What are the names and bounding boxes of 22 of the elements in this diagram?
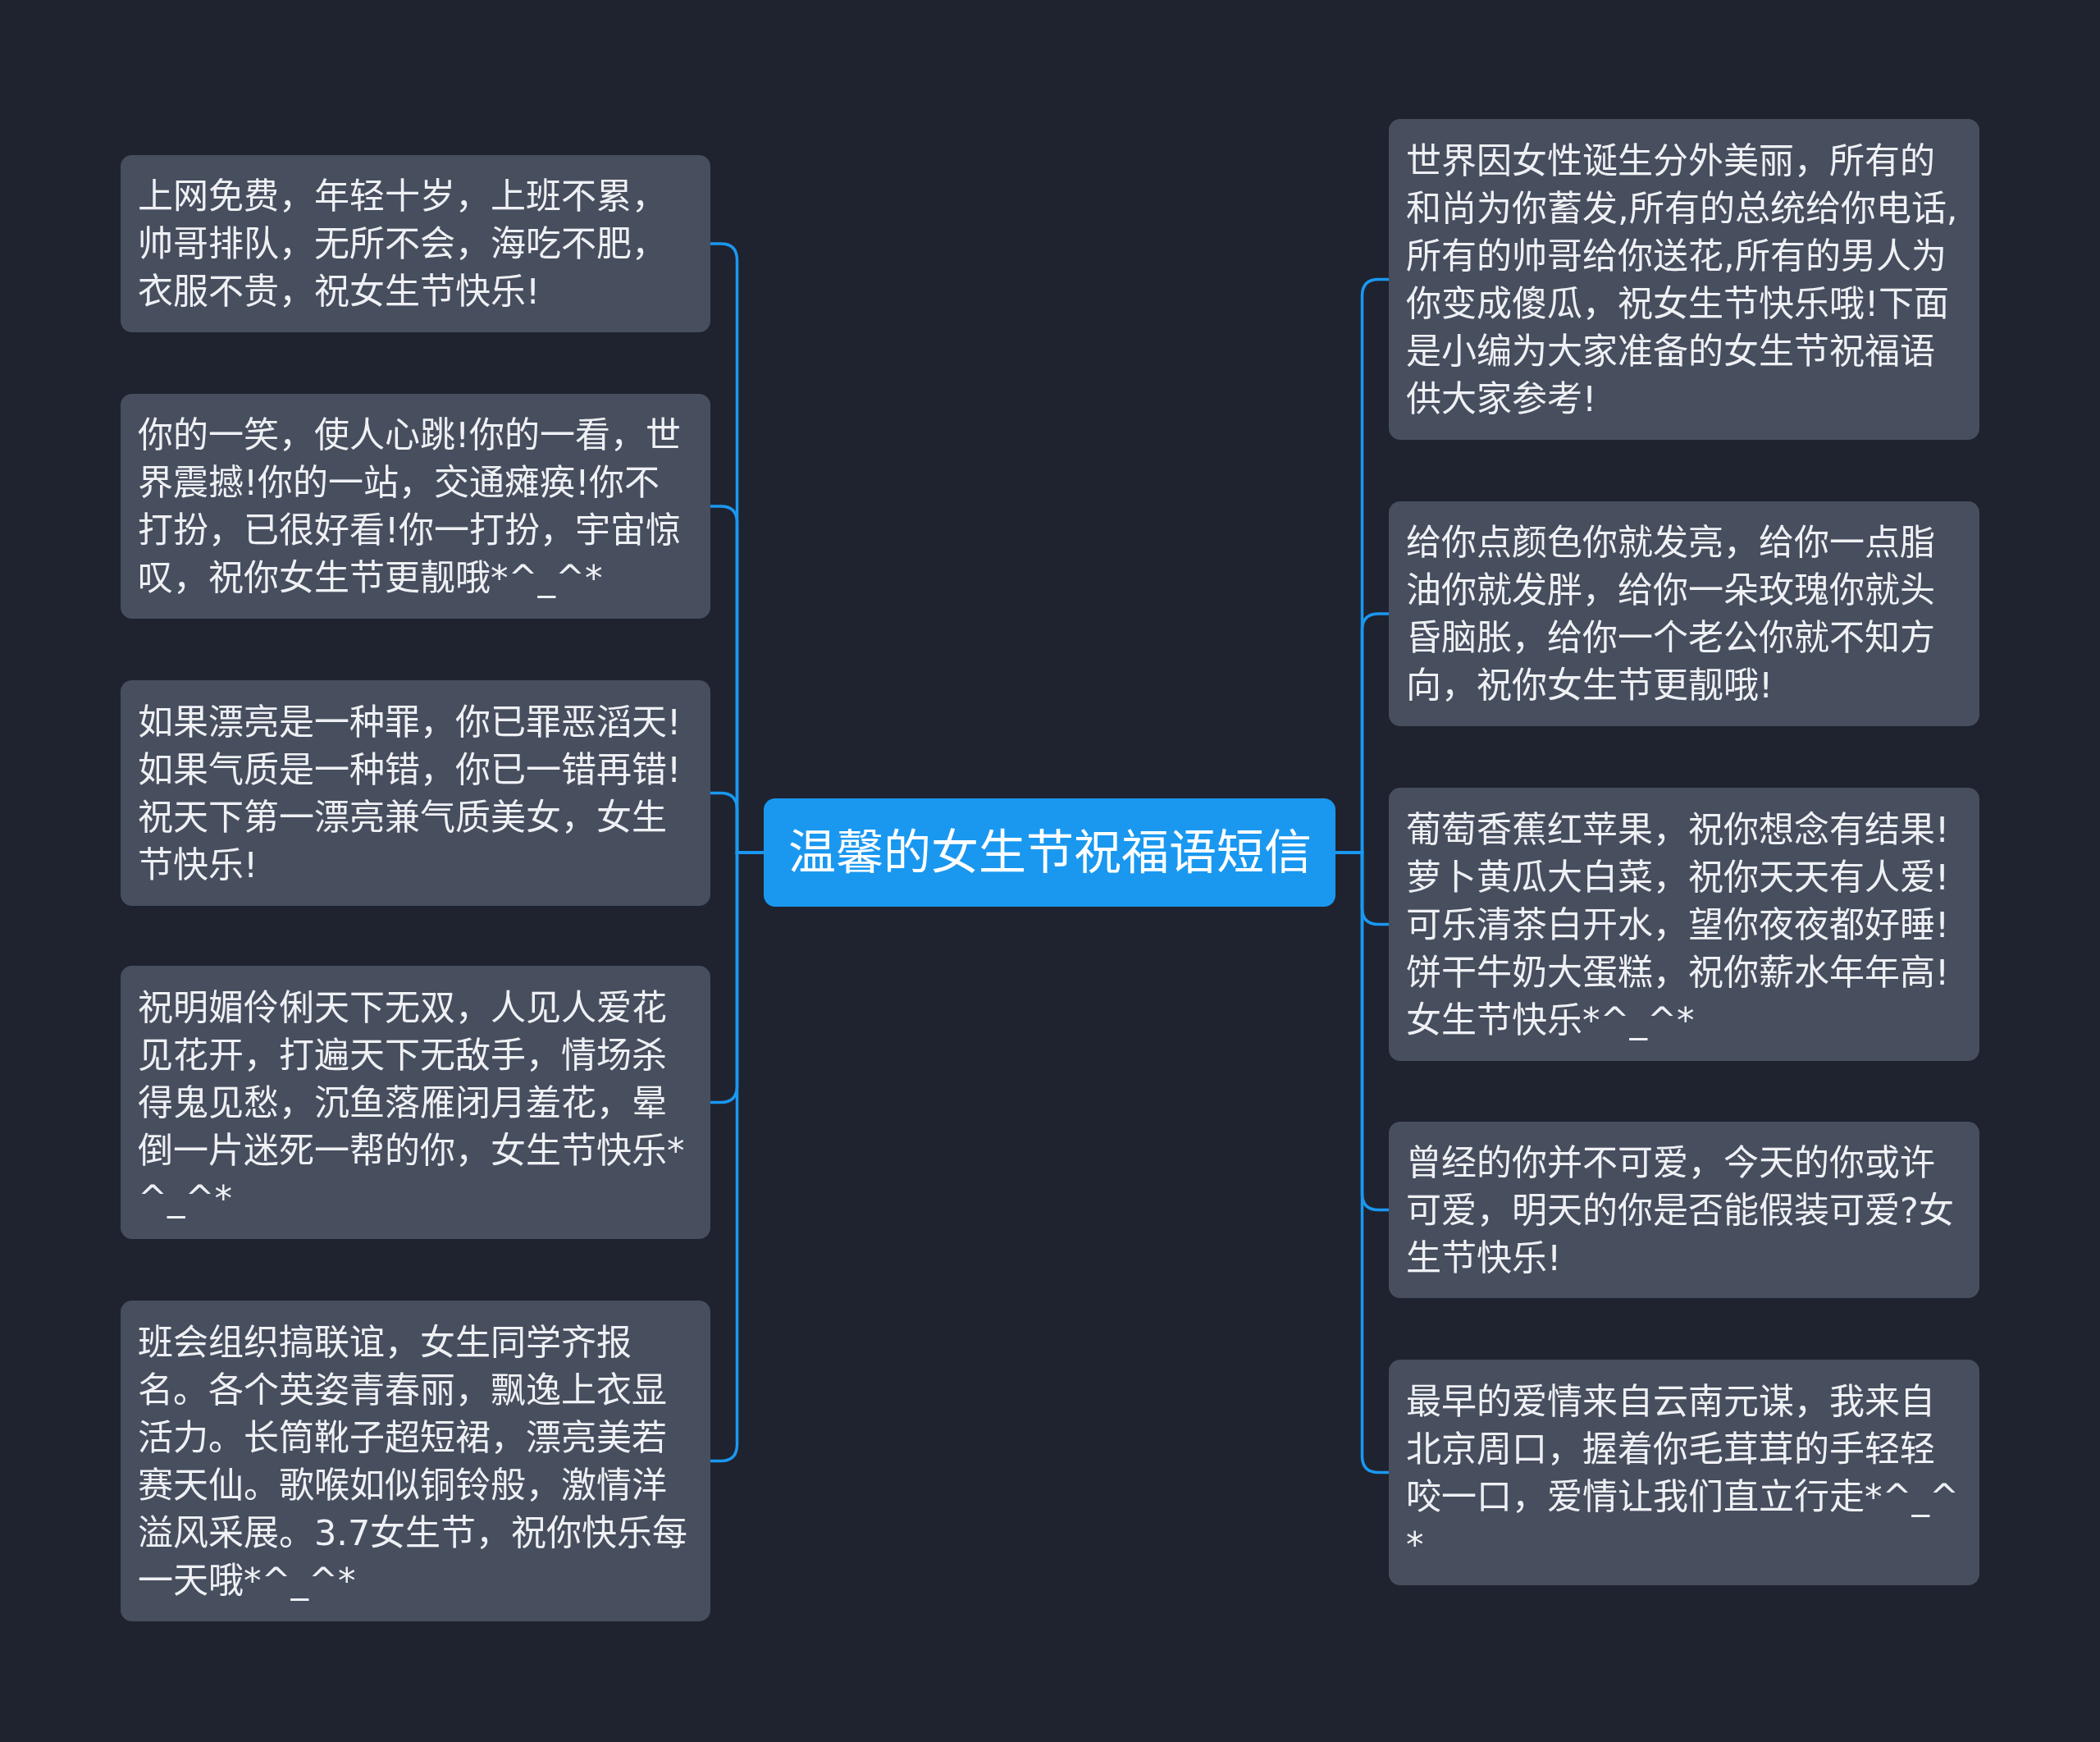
- message-text: 给你点颜色你就发亮，给你一点脂油你就发胖，给你一朵玫瑰你就头昏脑胀，给你一个老公你就不知方向，祝你女生节更靓哦!: [1406, 521, 1936, 707]
- message-text: 祝明媚伶俐天下无双，人见人爱花见花开，打遍天下无敌手，情场杀得鬼见愁，沉鱼落雁闭月羞花，晕倒一片迷死一帮的你，女生节快乐*^_^*: [138, 985, 686, 1220]
- central-topic-box: [764, 798, 1335, 907]
- topic-title: 温馨的女生节祝福语短信: [788, 824, 1312, 882]
- message-card: [121, 155, 710, 332]
- message-card: [1389, 1122, 1979, 1298]
- message-card: [121, 680, 710, 906]
- message-text: 葡萄香蕉红苹果，祝你想念有结果!萝卜黄瓜大白菜，祝你天天有人爱!可乐清茶白开水，望你夜夜都好睡!饼干牛奶大蛋糕，祝你薪水年年高!女生节快乐*^_^*: [1406, 807, 1951, 1042]
- message-card: [1389, 501, 1979, 726]
- message-text: 世界因女性诞生分外美丽，所有的和尚为你蓄发,所有的总统给你电话,所有的帅哥给你送花,所有的男人为你变成傻瓜，祝女生节快乐哦!下面是小编为大家准备的女生节祝福语供大家参考!: [1406, 139, 1959, 421]
- message-card: [1389, 119, 1979, 440]
- message-text: 曾经的你并不可爱，今天的你或许可爱，明天的你是否能假装可爱?女生节快乐!: [1406, 1141, 1955, 1280]
- message-card: [1389, 1360, 1979, 1585]
- message-card: [121, 1301, 710, 1621]
- message-card: [121, 966, 710, 1239]
- message-card: [121, 394, 710, 619]
- message-text: 最早的爱情来自云南元谋，我来自北京周口，握着你毛茸茸的手轻轻咬一口，爱情让我们直立行走*^_^*: [1406, 1379, 1961, 1566]
- message-text: 如果漂亮是一种罪，你已罪恶滔天!如果气质是一种错，你已一错再错!祝天下第一漂亮兼气质美女，女生节快乐!: [138, 700, 682, 887]
- message-text: 上网免费，年轻十岁，上班不累，帅哥排队，无所不会，海吃不肥，衣服不贵，祝女生节快乐!: [138, 175, 668, 313]
- message-text: 你的一笑，使人心跳!你的一看，世界震撼!你的一站，交通瘫痪!你不打扮，已很好看!你一打扮，宇宙惊叹，祝你女生节更靓哦*^_^*: [138, 414, 682, 600]
- message-text: 班会组织搞联谊，女生同学齐报名。各个英姿青春丽，飘逸上衣显活力。长筒靴子超短裙，漂亮美若赛天仙。歌喉如似铜铃般，激情洋溢风采展。3.7女生节，祝你快乐每一天哦*^_^*: [138, 1320, 689, 1603]
- message-card: [1389, 788, 1979, 1061]
